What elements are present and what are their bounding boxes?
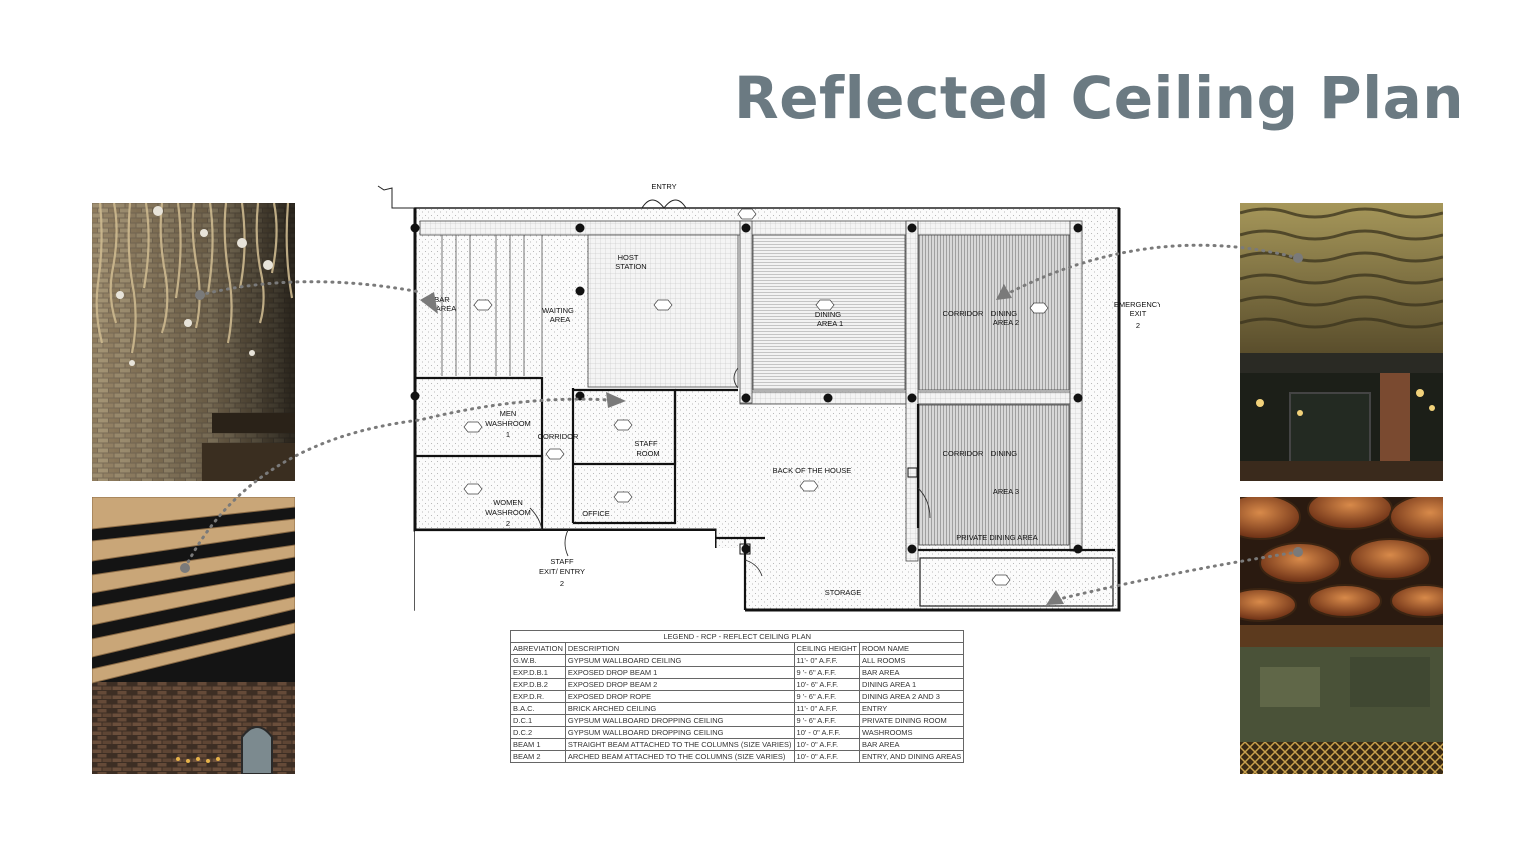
women-washroom-label-2: WASHROOM <box>485 508 531 517</box>
legend-cell: PRIVATE DINING ROOM <box>858 714 965 727</box>
legend-cell: STRAIGHT BEAM ATTACHED TO THE COLUMNS (S… <box>564 738 795 751</box>
legend-cell: DINING AREA 1 <box>858 678 965 691</box>
legend-header-cell: DESCRIPTION <box>564 642 795 655</box>
corridor-right-label: CORRIDOR <box>943 449 984 458</box>
wavy-ceiling-photo <box>1240 203 1443 481</box>
rope-ceiling-photo <box>92 203 295 481</box>
emergency-exit-label-2: EXIT <box>1130 309 1147 318</box>
wood-slat-ceiling-photo <box>92 497 295 774</box>
legend-cell: EXPOSED DROP BEAM 1 <box>564 666 795 679</box>
staff-room-label-2: ROOM <box>636 449 659 458</box>
entry-label: ENTRY <box>651 182 676 191</box>
legend-cell: BRICK ARCHED CEILING <box>564 702 795 715</box>
men-washroom-label-2: WASHROOM <box>485 419 531 428</box>
legend-cell: D.C.2 <box>510 726 566 739</box>
women-washroom-label-3: 2 <box>506 519 510 528</box>
legend-cell: GYPSUM WALLBOARD DROPPING CEILING <box>564 726 795 739</box>
men-washroom-label-1: MEN <box>500 409 517 418</box>
waiting-area-label-1: WAITING <box>542 306 574 315</box>
legend-caption: LEGEND - RCP - REFLECT CEILING PLAN <box>509 630 965 643</box>
legend-table: LEGEND - RCP - REFLECT CEILING PLAN ABRE… <box>509 630 965 763</box>
legend-cell: 10'- 0" A.F.F. <box>793 738 860 751</box>
legend-cell: 9 '- 6" A.F.F. <box>793 690 860 703</box>
legend-cell: BAR AREA <box>858 738 965 751</box>
legend-cell: EXP.D.B.2 <box>510 678 566 691</box>
legend-cell: 11'- 0" A.F.F. <box>793 654 860 667</box>
back-of-house-label: BACK OF THE HOUSE <box>773 466 852 475</box>
legend-cell: 11'- 0" A.F.F. <box>793 702 860 715</box>
floor-plan-drawing: ENTRY HOST STATION BAR AREA WAITING AREA… <box>377 182 1160 612</box>
corridor-top-label: CORRIDOR <box>943 309 984 318</box>
emergency-exit-label-1: EMERGENCY <box>1114 300 1160 309</box>
legend-header-cell: ROOM NAME <box>858 642 965 655</box>
barrel-ceiling-photo <box>1240 497 1443 774</box>
corridor-left-label: CORRIDOR <box>538 432 579 441</box>
dining-area-3-label-2: AREA 3 <box>993 487 1019 496</box>
host-station-label-2: STATION <box>615 262 646 271</box>
dining-area-2-label-1: DINING <box>991 309 1017 318</box>
legend-cell: GYPSUM WALLBOARD DROPPING CEILING <box>564 714 795 727</box>
host-station-label-1: HOST <box>618 253 639 262</box>
legend-cell: WASHROOMS <box>858 726 965 739</box>
staff-exit-label-3: 2 <box>560 579 564 588</box>
dining-area-1-label-2: AREA 1 <box>817 319 843 328</box>
legend-cell: ARCHED BEAM ATTACHED TO THE COLUMNS (SIZ… <box>564 750 795 763</box>
waiting-area-label-2: AREA <box>550 315 570 324</box>
bar-area-label-1: BAR <box>434 295 450 304</box>
legend-cell: DINING AREA 2 AND 3 <box>858 690 965 703</box>
staff-exit-label-2: EXIT/ ENTRY <box>539 567 585 576</box>
legend-cell: BAR AREA <box>858 666 965 679</box>
legend-cell: 10'- 6" A.F.F. <box>793 678 860 691</box>
page-title: Reflected Ceiling Plan <box>734 64 1464 132</box>
legend-cell: 9 '- 6" A.F.F. <box>793 666 860 679</box>
legend-cell: BEAM 2 <box>510 750 566 763</box>
office-label: OFFICE <box>582 509 610 518</box>
storage-label: STORAGE <box>825 588 862 597</box>
legend-cell: EXP.D.B.1 <box>510 666 566 679</box>
legend-cell: ALL ROOMS <box>858 654 965 667</box>
men-washroom-label-3: 1 <box>506 430 510 439</box>
legend-header-cell: ABREVIATION <box>510 642 566 655</box>
staff-room-label-1: STAFF <box>634 439 658 448</box>
legend-cell: EXPOSED DROP BEAM 2 <box>564 678 795 691</box>
legend-cell: B.A.C. <box>510 702 566 715</box>
women-washroom-label-1: WOMEN <box>493 498 523 507</box>
legend-cell: ENTRY <box>858 702 965 715</box>
emergency-exit-label-3: 2 <box>1136 321 1140 330</box>
legend-cell: D.C.1 <box>510 714 566 727</box>
private-dining-label: PRIVATE DINING AREA <box>956 533 1037 542</box>
legend-cell: GYPSUM WALLBOARD CEILING <box>564 654 795 667</box>
staff-exit-label-1: STAFF <box>550 557 574 566</box>
legend-header-row: ABREVIATION DESCRIPTION CEILING HEIGHT R… <box>510 642 965 655</box>
legend-cell: BEAM 1 <box>510 738 566 751</box>
legend-cell: 10'- 0" A.F.F. <box>793 750 860 763</box>
legend-cell: EXP.D.R. <box>510 690 566 703</box>
legend-cell: EXPOSED DROP ROPE <box>564 690 795 703</box>
dining-area-2-label-2: AREA 2 <box>993 318 1019 327</box>
legend-cell: 9 '- 6" A.F.F. <box>793 714 860 727</box>
legend-cell: ENTRY, AND DINING AREAS <box>858 750 965 763</box>
legend-header-cell: CEILING HEIGHT <box>793 642 860 655</box>
legend-cell: 10' - 0" A.F.F. <box>793 726 860 739</box>
dining-area-1-label-1: DINING <box>815 310 841 319</box>
dining-area-3-label-1: DINING <box>991 449 1017 458</box>
legend-cell: G.W.B. <box>510 654 566 667</box>
bar-area-label-2: AREA <box>436 304 456 313</box>
